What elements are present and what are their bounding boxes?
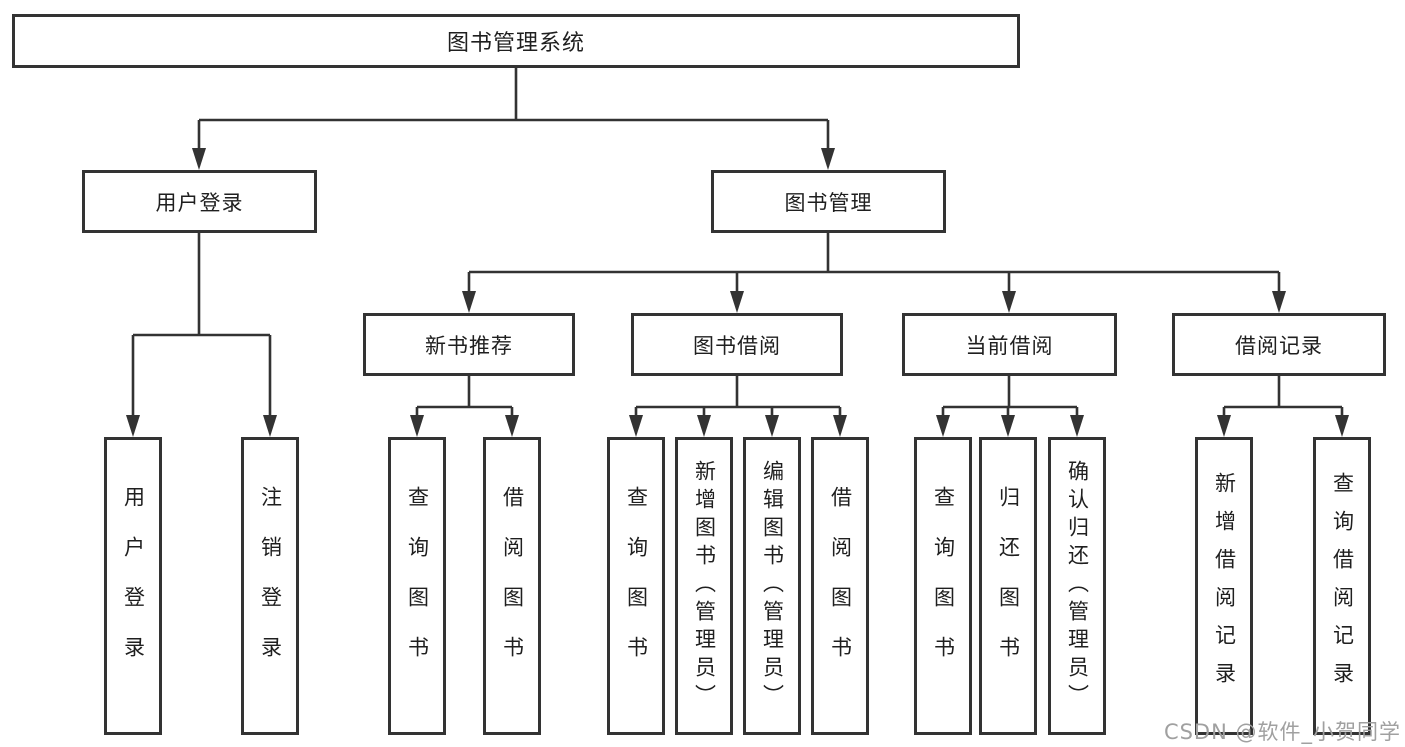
connector-book-borrow-to-leaves: [634, 376, 842, 418]
leaf-current-return-book: 归还图书: [979, 437, 1037, 735]
arrowheads-level3: [462, 291, 1286, 313]
leaf-current-confirm-return-admin-label: 确认归还（管理员）: [1065, 460, 1090, 712]
leaf-borrow-borrow-book-label: 借阅图书: [828, 486, 853, 686]
leaf-newbook-borrow-book-label: 借阅图书: [500, 486, 525, 686]
node-user-login: 用户登录: [82, 170, 317, 233]
leaf-newbook-query-book-label: 查询图书: [405, 486, 430, 686]
leaf-user-login: 用户登录: [104, 437, 162, 735]
leaf-newbook-borrow-book: 借阅图书: [483, 437, 541, 735]
csdn-watermark: CSDN @软件_小贺同学: [1163, 720, 1401, 744]
node-root-label: 图书管理系统: [446, 31, 585, 56]
leaf-borrow-edit-book-admin: 编辑图书（管理员）: [743, 437, 801, 735]
leaf-records-query-record-label: 查询借阅记录: [1330, 472, 1355, 700]
leaf-borrow-add-book-admin: 新增图书（管理员）: [675, 437, 733, 735]
leaf-borrow-query-book-label: 查询图书: [624, 486, 649, 686]
node-book-management-label: 图书管理: [784, 190, 873, 215]
connector-book-management-to-level3: [467, 233, 1281, 294]
node-book-borrow: 图书借阅: [631, 313, 843, 376]
leaf-borrow-add-book-admin-label: 新增图书（管理员）: [692, 460, 717, 712]
node-book-borrow-label: 图书借阅: [693, 333, 781, 358]
leaf-logout: 注销登录: [241, 437, 299, 735]
leaf-newbook-query-book: 查询图书: [388, 437, 446, 735]
node-current-borrow-label: 当前借阅: [965, 333, 1054, 358]
leaf-borrow-edit-book-admin-label: 编辑图书（管理员）: [760, 460, 785, 712]
node-book-management: 图书管理: [711, 170, 946, 233]
arrowheads-level2: [192, 148, 835, 170]
node-borrow-records: 借阅记录: [1172, 313, 1386, 376]
leaf-current-query-book-label: 查询图书: [931, 486, 956, 686]
leaf-records-query-record: 查询借阅记录: [1313, 437, 1371, 735]
node-borrow-records-label: 借阅记录: [1235, 333, 1323, 358]
leaf-logout-label: 注销登录: [258, 486, 283, 686]
leaf-current-return-book-label: 归还图书: [996, 486, 1021, 686]
node-new-book-recommend-label: 新书推荐: [425, 333, 513, 358]
leaf-borrow-borrow-book: 借阅图书: [811, 437, 869, 735]
connector-new-book-to-leaves: [415, 376, 514, 418]
node-new-book-recommend: 新书推荐: [363, 313, 575, 376]
connector-user-login-to-leaves: [131, 233, 272, 418]
leaf-current-query-book: 查询图书: [914, 437, 972, 735]
leaf-borrow-query-book: 查询图书: [607, 437, 665, 735]
arrowheads-leaves: [126, 415, 1349, 437]
leaf-records-add-record-label: 新增借阅记录: [1212, 472, 1237, 700]
connector-root-to-level2: [197, 68, 830, 151]
node-user-login-label: 用户登录: [155, 190, 244, 215]
connector-current-borrow-to-leaves: [941, 376, 1079, 418]
leaf-user-login-label: 用户登录: [121, 486, 146, 686]
node-root-system: 图书管理系统: [12, 14, 1020, 68]
leaf-current-confirm-return-admin: 确认归还（管理员）: [1048, 437, 1106, 735]
connector-borrow-records-to-leaves: [1222, 376, 1344, 418]
leaf-records-add-record: 新增借阅记录: [1195, 437, 1253, 735]
node-current-borrow: 当前借阅: [902, 313, 1117, 376]
